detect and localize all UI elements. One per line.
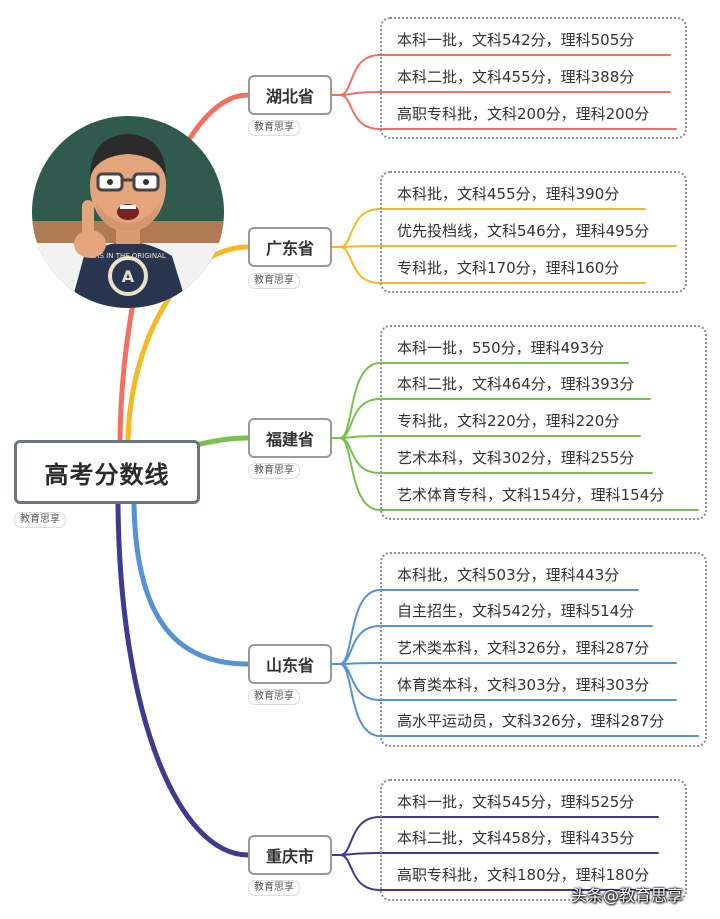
svg-text:A: A: [122, 267, 135, 286]
score-item: 本科二批，文科464分，理科393分: [397, 375, 635, 393]
watermark-text: 头条@教育思享: [571, 886, 684, 905]
province-tag: 教育思享: [248, 880, 300, 896]
score-item: 优先投档线，文科546分，理科495分: [397, 222, 650, 240]
group-box-guangdong: [380, 171, 687, 293]
province-label: 福建省: [265, 430, 314, 449]
score-item: 本科二批，文科458分，理科435分: [397, 829, 635, 847]
root-node[interactable]: 高考分数线: [14, 440, 200, 504]
root-tag: 教育思享: [14, 512, 66, 528]
group-box-chongqing: [380, 779, 687, 901]
province-node-chongqing[interactable]: 重庆市: [248, 835, 332, 875]
province-tag: 教育思享: [248, 689, 300, 705]
province-label: 山东省: [265, 656, 314, 675]
score-item: 专科批，文科220分，理科220分: [397, 412, 620, 430]
score-item: 艺术类本科，文科326分，理科287分: [397, 639, 650, 657]
score-item: 本科批，文科503分，理科443分: [397, 566, 620, 584]
score-item: 高职专科批，文科200分，理科200分: [397, 105, 650, 123]
shirt-text: ERS IN THE ORIGINAL: [90, 252, 166, 260]
group-box-fujian: [380, 325, 707, 520]
score-item: 本科一批，文科545分，理科525分: [397, 793, 635, 811]
group-box-shandong: [380, 552, 707, 747]
trunk-connector: [131, 501, 251, 667]
score-item: 体育类本科，文科303分，理科303分: [397, 676, 650, 694]
root-title: 高考分数线: [44, 460, 170, 489]
group-box-hubei: [380, 17, 687, 139]
teacher-avatar-icon: A ERS IN THE ORIGINAL: [32, 116, 224, 308]
province-node-shandong[interactable]: 山东省: [248, 644, 332, 684]
score-item: 艺术本科，文科302分，理科255分: [397, 449, 635, 467]
score-item: 专科批，文科170分，理科160分: [397, 259, 620, 277]
trunk-connector: [197, 435, 251, 447]
score-item: 自主招生，文科542分，理科514分: [397, 602, 635, 620]
score-item: 艺术体育专科，文科154分，理科154分: [397, 486, 665, 504]
province-tag: 教育思享: [248, 120, 300, 136]
score-item: 高水平运动员，文科326分，理科287分: [397, 712, 665, 730]
province-tag: 教育思享: [248, 463, 300, 479]
province-label: 湖北省: [265, 87, 314, 106]
province-node-guangdong[interactable]: 广东省: [248, 227, 332, 267]
province-node-fujian[interactable]: 福建省: [248, 418, 332, 458]
trunk-connector: [115, 501, 251, 858]
score-item: 本科批，文科455分，理科390分: [397, 185, 620, 203]
score-item: 本科一批，550分，理科493分: [397, 339, 605, 357]
score-item: 高职专科批，文科180分，理科180分: [397, 866, 650, 884]
score-item: 本科一批，文科542分，理科505分: [397, 31, 635, 49]
score-item: 本科二批，文科455分，理科388分: [397, 68, 635, 86]
province-label: 重庆市: [265, 847, 314, 866]
province-label: 广东省: [265, 239, 314, 258]
province-tag: 教育思享: [248, 273, 300, 289]
province-node-hubei[interactable]: 湖北省: [248, 75, 332, 115]
